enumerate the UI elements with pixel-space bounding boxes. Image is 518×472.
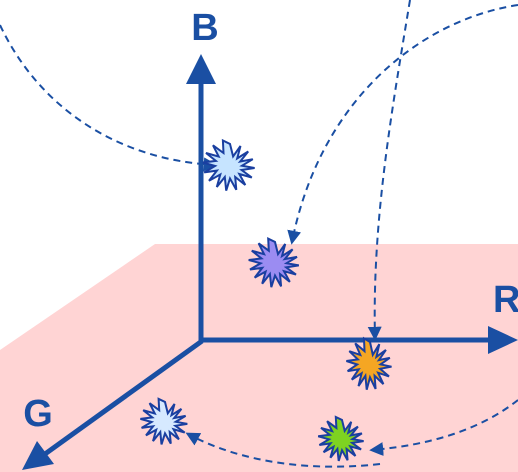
starburst-icon [248,236,299,288]
axes [22,54,518,470]
starburst-icon [346,336,392,390]
r-axis-label: R [493,279,518,321]
b-axis-label: B [191,7,218,49]
rg-plane [0,244,518,472]
dashed-arrow-to-green-burst [369,399,518,457]
dashed-arrow-to-violet-burst [287,4,518,245]
b-axis-arrowhead [186,54,216,84]
dashed-arrow-to-light-blue-burst [0,24,218,172]
dashed-arrow-to-orange-burst [367,0,411,341]
starburst-icon [317,415,364,462]
starburst-icon [202,138,255,191]
g-axis-arrowhead [22,441,54,470]
r-axis-arrowhead [488,326,518,354]
starburst-icon [140,397,188,445]
dashed-arrow-to-pale-blue-burst [185,432,381,468]
g-axis [43,338,204,457]
g-axis-label: G [23,393,53,435]
